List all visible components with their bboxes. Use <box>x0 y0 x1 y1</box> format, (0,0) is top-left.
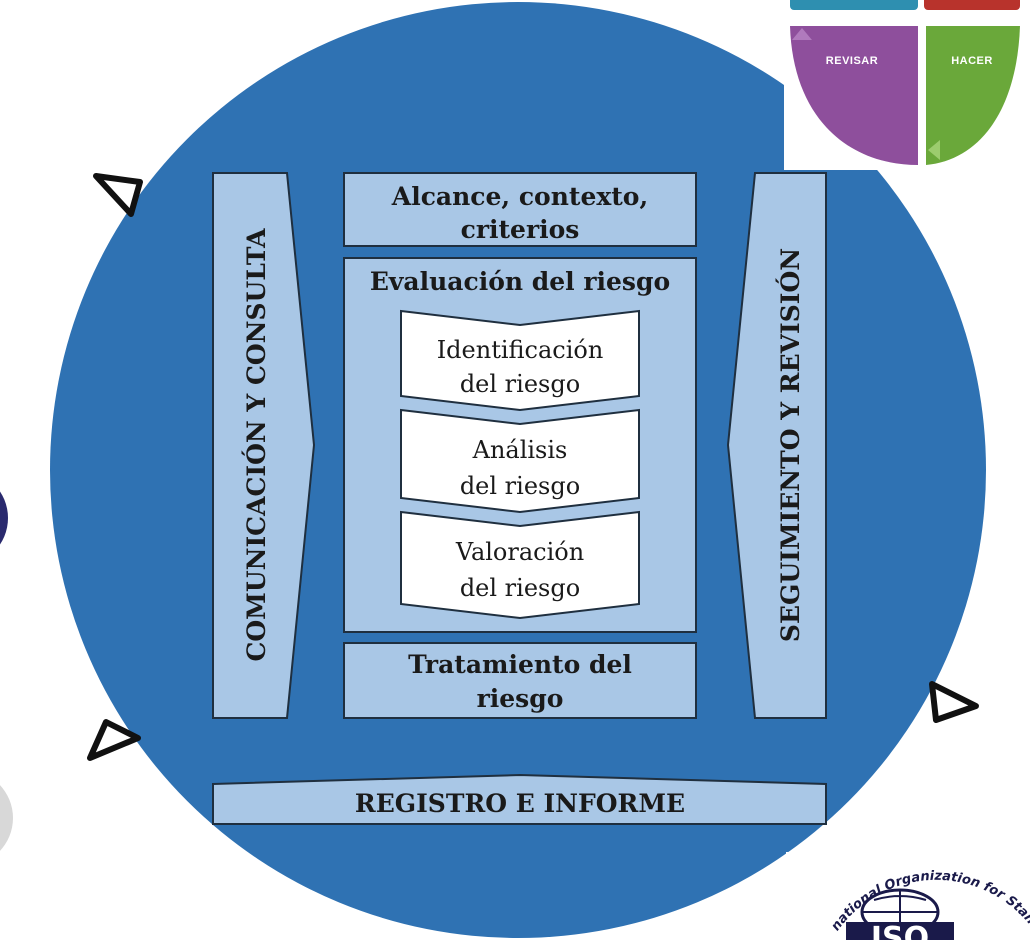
recording-bar <box>212 773 827 825</box>
scope-box <box>343 172 697 247</box>
scope-line-2: criterios <box>461 215 580 244</box>
identification-step <box>400 309 640 412</box>
cycle-arrowhead-top-left <box>93 173 143 217</box>
pdca-arrow-green <box>928 140 940 160</box>
treatment-line-2: riesgo <box>477 684 564 713</box>
communication-bar <box>212 172 316 719</box>
iso-initials: ISO <box>871 921 929 940</box>
pdca-hacer-label: HACER <box>951 55 993 67</box>
analysis-step <box>400 408 640 514</box>
left-partial-circle-dark <box>0 491 8 545</box>
analysis-line-1: Análisis <box>472 436 568 464</box>
pdca-hacer-quadrant <box>926 26 1020 165</box>
identification-line-2: del riesgo <box>460 370 580 398</box>
cycle-arrowhead-right <box>929 681 979 723</box>
valuation-line-1: Valoración <box>455 538 584 566</box>
pdca-top-right-quadrant <box>924 0 1020 10</box>
monitoring-bar <box>726 172 827 719</box>
identification-line-1: Identificación <box>437 336 604 364</box>
recording-label: REGISTRO E INFORME <box>355 789 685 818</box>
cycle-arrowhead-bottom-left <box>87 719 141 761</box>
treatment-line-1: Tratamiento del <box>408 650 632 679</box>
assessment-title: Evaluación del riesgo <box>370 267 670 296</box>
pdca-revisar-quadrant <box>790 26 918 165</box>
treatment-box <box>343 642 697 719</box>
communication-label: COMUNICACIÓN Y CONSULTA <box>242 228 271 662</box>
valuation-line-2: del riesgo <box>460 574 580 602</box>
monitoring-label: SEGUIMIENTO Y REVISIÓN <box>776 248 805 642</box>
valuation-step <box>400 510 640 620</box>
pdca-arrow-purple <box>792 28 812 40</box>
pdca-inset: REVISAR HACER <box>784 0 1030 170</box>
pdca-top-left-quadrant <box>790 0 918 10</box>
pdca-revisar-label: REVISAR <box>826 55 878 67</box>
analysis-line-2: del riesgo <box>460 472 580 500</box>
left-partial-circle-grey <box>0 785 13 851</box>
scope-line-1: Alcance, contexto, <box>391 182 648 211</box>
